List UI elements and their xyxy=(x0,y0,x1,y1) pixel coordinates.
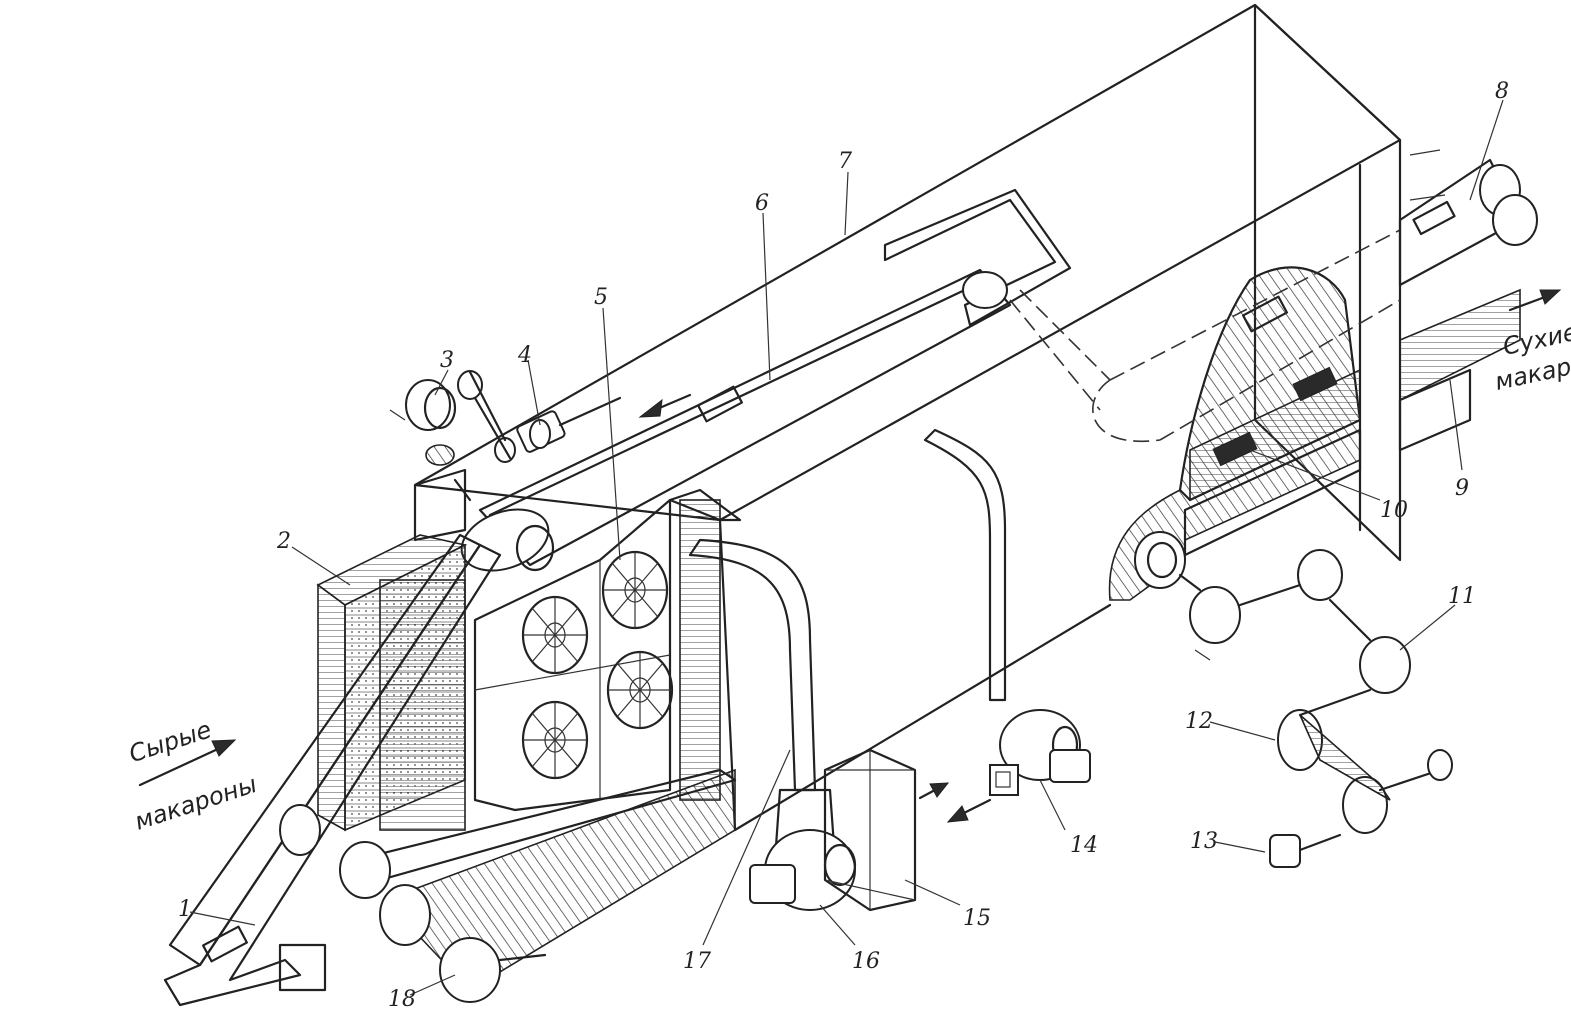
dryer-housing xyxy=(413,3,1402,832)
fan-panel xyxy=(473,498,674,812)
exhaust-arrow xyxy=(946,798,992,823)
heater xyxy=(823,748,950,912)
label-2: 2 xyxy=(276,529,291,554)
label-15: 15 xyxy=(963,906,991,931)
label-13: 13 xyxy=(1190,829,1218,854)
label-11: 11 xyxy=(1448,584,1476,609)
caption-raw-line1: Сырые xyxy=(126,715,215,768)
label-3: 3 xyxy=(440,348,454,373)
label-10: 10 xyxy=(1380,498,1408,523)
inclined-feeder xyxy=(163,533,502,1007)
gear-train xyxy=(1178,549,1453,868)
label-8: 8 xyxy=(1495,79,1509,104)
fan-3 xyxy=(521,700,589,780)
label-9: 9 xyxy=(1455,476,1469,501)
storage-block xyxy=(316,534,468,832)
fan-1 xyxy=(521,595,589,675)
duct-fan-14 xyxy=(923,428,1091,796)
label-7: 7 xyxy=(838,149,852,174)
raw-arrow xyxy=(138,739,237,787)
label-5: 5 xyxy=(594,285,608,310)
label-6: 6 xyxy=(755,191,769,216)
fan-2 xyxy=(601,550,669,630)
hidden-conveyor xyxy=(1009,229,1401,443)
cutaway-section xyxy=(1108,266,1362,601)
leader-lines xyxy=(189,99,1504,996)
top-conveyor xyxy=(460,268,1012,572)
top-opening xyxy=(883,188,1072,327)
label-4: 4 xyxy=(517,343,532,368)
number-labels: 1 2 3 4 5 6 7 8 9 10 11 12 13 14 15 16 1… xyxy=(178,79,1509,1009)
drive-assembly xyxy=(389,370,622,502)
shelf-block xyxy=(668,488,742,801)
label-18: 18 xyxy=(388,987,416,1009)
exit-conveyor xyxy=(1398,149,1562,452)
duct-fan-16 xyxy=(688,538,857,911)
label-1: 1 xyxy=(178,897,192,922)
bottom-conveyor xyxy=(339,768,737,1003)
label-17: 17 xyxy=(683,949,711,974)
label-14: 14 xyxy=(1070,833,1098,858)
fan-4 xyxy=(606,650,674,730)
label-12: 12 xyxy=(1185,709,1213,734)
label-16: 16 xyxy=(852,949,880,974)
